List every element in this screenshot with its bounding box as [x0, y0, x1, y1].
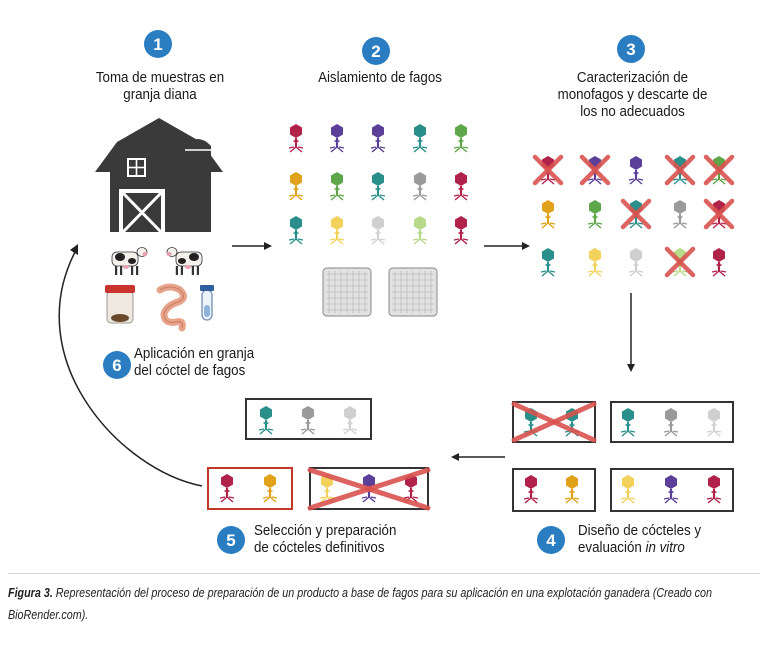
step-5-badge: 5 — [217, 526, 245, 554]
phage-icon — [262, 474, 278, 503]
phage-icon — [672, 200, 688, 229]
phage-icon — [258, 406, 274, 435]
phage-icon — [663, 475, 679, 504]
phage-icon — [370, 124, 386, 153]
selected-cocktail-box — [207, 467, 293, 510]
phage-icon — [628, 248, 644, 277]
arrow-step1-to-2 — [232, 242, 272, 250]
phage-icon — [219, 474, 235, 503]
discard-cross-icon — [664, 154, 696, 186]
phage-icon — [620, 475, 636, 504]
caption-text: Representación del proceso de preparació… — [8, 586, 713, 622]
process-diagram: 1 2 3 4 5 6 — [58, 30, 735, 554]
phage-icon — [329, 124, 345, 153]
arrow-step3-to-4 — [627, 293, 635, 372]
cow-icon-2 — [166, 247, 203, 275]
phage-icon — [370, 216, 386, 245]
discard-cross-icon — [532, 154, 564, 186]
phage-icon — [711, 248, 727, 277]
cocktail-box-4c — [512, 468, 596, 512]
discard-cross-icon — [703, 198, 735, 230]
discard-cross-icon — [703, 154, 735, 186]
phage-icon — [412, 124, 428, 153]
phage-icon — [288, 124, 304, 153]
discard-cross-icon — [511, 401, 597, 443]
step-6-badge: 6 — [103, 351, 131, 379]
culture-plate-icon-2 — [388, 267, 438, 317]
step-2-badge: 2 — [362, 37, 390, 65]
step-4-badge: 4 — [537, 526, 565, 554]
phage-icon — [540, 200, 556, 229]
step-4-label: Diseño de cócteles y evaluación in vitro — [578, 523, 702, 556]
svg-text:2: 2 — [371, 42, 380, 61]
phage-icon — [564, 475, 580, 504]
culture-plate-icon-1 — [322, 267, 372, 317]
step-4-label-line2: evaluación in vitro — [578, 540, 685, 556]
phage-icon — [329, 172, 345, 201]
phage-icon — [620, 408, 636, 437]
arrow-step4-to-5 — [451, 453, 505, 461]
svg-text:1: 1 — [153, 35, 162, 54]
svg-text:3: 3 — [626, 40, 635, 59]
phage-icon — [587, 200, 603, 229]
phage-icon — [288, 172, 304, 201]
phage-icon — [342, 406, 358, 435]
test-tube-icon — [200, 285, 214, 321]
discard-cross-icon — [307, 467, 431, 511]
phage-icon — [361, 474, 377, 503]
step-3-badge: 3 — [617, 35, 645, 63]
step-2-label: Aislamiento de fagos — [318, 70, 442, 86]
barn-silo-icon — [95, 118, 223, 234]
intestine-icon — [156, 283, 187, 332]
phage-icon — [587, 248, 603, 277]
phage-icon — [370, 172, 386, 201]
cow-icon-1 — [111, 247, 148, 275]
arrow-step2-to-3 — [484, 242, 530, 250]
phage-icon — [523, 475, 539, 504]
svg-text:6: 6 — [112, 356, 121, 375]
figure-caption: Figura 3. Representación del proceso de … — [8, 582, 756, 626]
phage-icon — [412, 216, 428, 245]
arrow-step5-to-farm — [58, 244, 203, 487]
discard-cross-icon — [620, 198, 652, 230]
discard-cross-icon — [664, 246, 696, 278]
phage-icon — [663, 408, 679, 437]
phage-icon — [706, 408, 722, 437]
phage-icon — [453, 124, 469, 153]
phage-icon — [706, 475, 722, 504]
caption-prefix: Figura 3. — [8, 586, 53, 600]
phage-icon — [288, 216, 304, 245]
phage-icon — [453, 216, 469, 245]
phage-icon — [540, 248, 556, 277]
phage-icon — [453, 172, 469, 201]
phage-icon — [412, 172, 428, 201]
discard-cross-icon — [579, 154, 611, 186]
phage-icon — [300, 406, 316, 435]
step-1-badge: 1 — [144, 30, 172, 58]
svg-text:4: 4 — [546, 531, 556, 550]
phage-icon — [329, 216, 345, 245]
phage-icon — [628, 156, 644, 185]
svg-text:5: 5 — [226, 531, 235, 550]
caption-divider — [8, 573, 760, 574]
sample-jar-icon — [105, 285, 135, 324]
